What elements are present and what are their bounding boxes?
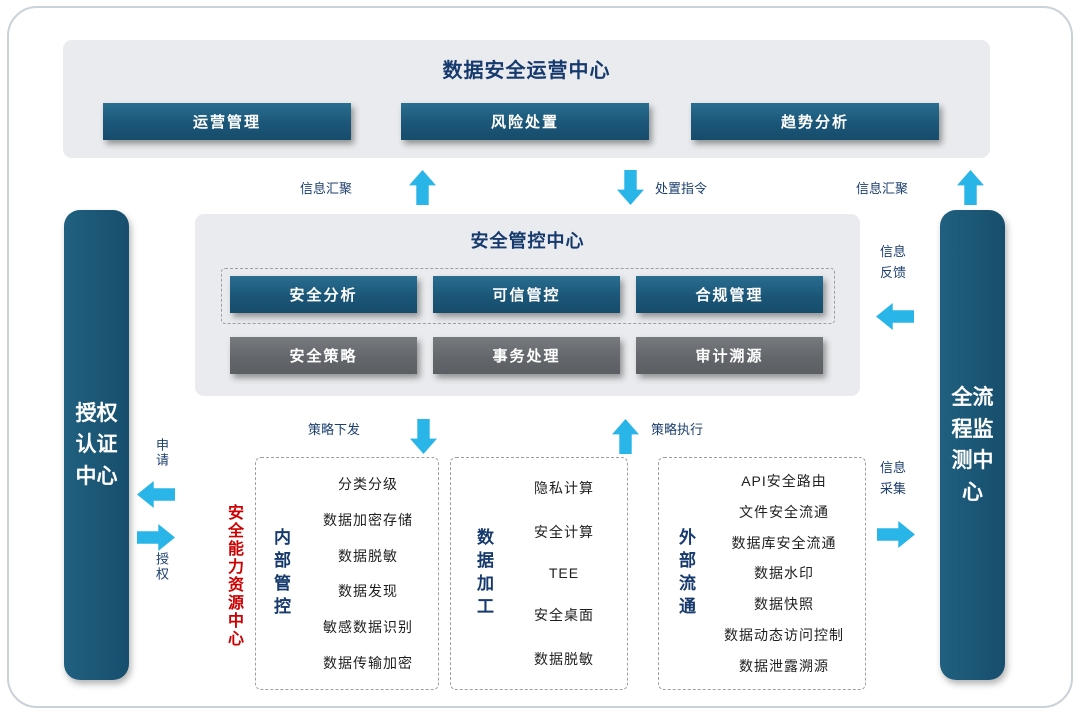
- control-center-panel: 安全管控中心 安全分析 可信管控 合规管理 安全策略 事务处理 审计溯源: [195, 214, 860, 396]
- data-processing-label: 数据加工: [474, 527, 493, 620]
- policy-issue-label: 策略下发: [308, 422, 361, 437]
- capability-resource-center-label: 安全能力资源中心: [225, 504, 242, 648]
- internal-control-items: 分类分级 数据加密存储 数据脱敏 数据发现 敏感数据识别 数据传输加密: [302, 466, 434, 681]
- policy-execute-label: 策略执行: [651, 422, 704, 437]
- data-processing-box: 数据加工 隐私计算 安全计算 TEE 安全桌面 数据脱敏: [450, 457, 628, 690]
- capability-item: 数据脱敏: [534, 651, 594, 668]
- capability-item: 数据加密存储: [323, 511, 413, 528]
- disposal-command-label: 处置指令: [655, 181, 708, 196]
- operations-center-title: 数据安全运营中心: [442, 60, 611, 82]
- authorization-center-label: 授权认证中心: [75, 401, 118, 488]
- capability-item: 文件安全流通: [739, 504, 829, 521]
- risk-disposal-node: 风险处置: [401, 103, 649, 140]
- trend-analysis-node: 趋势分析: [691, 103, 939, 140]
- compliance-management-node: 合规管理: [636, 276, 823, 313]
- capability-item: 数据脱敏: [338, 547, 398, 564]
- capability-item: 分类分级: [338, 475, 398, 492]
- outer-frame: [7, 6, 1073, 708]
- external-circulation-items: API安全路由 文件安全流通 数据库安全流通 数据水印 数据快照 数据动态访问控…: [707, 466, 861, 681]
- authorize-label: 授权: [154, 552, 169, 582]
- monitoring-center-label: 全流程监测中心: [951, 386, 994, 504]
- capability-item: TEE: [548, 565, 580, 582]
- data-processing-items: 隐私计算 安全计算 TEE 安全桌面 数据脱敏: [505, 466, 623, 681]
- transaction-processing-node: 事务处理: [433, 337, 620, 374]
- operations-center-panel: 数据安全运营中心 运营管理 风险处置 趋势分析: [63, 40, 990, 158]
- operations-management-node: 运营管理: [103, 103, 351, 140]
- capability-item: 数据水印: [754, 565, 814, 582]
- info-feedback-label: 信息反馈: [879, 244, 906, 281]
- capability-item: 数据动态访问控制: [724, 626, 844, 643]
- info-collection-label: 信息采集: [879, 460, 906, 497]
- authorization-center-pillar: 授权认证中心: [64, 210, 129, 680]
- capability-item: 安全计算: [534, 523, 594, 540]
- capability-item: 数据发现: [338, 583, 398, 600]
- security-analysis-node: 安全分析: [230, 276, 417, 313]
- capability-item: 数据库安全流通: [731, 534, 837, 551]
- control-center-title: 安全管控中心: [470, 231, 585, 251]
- external-circulation-label: 外部流通: [676, 527, 695, 620]
- control-row1-dashed-group: [221, 268, 835, 324]
- audit-traceability-node: 审计溯源: [636, 337, 823, 374]
- apply-label: 申请: [154, 438, 169, 468]
- internal-control-label: 内部管控: [271, 527, 290, 620]
- trusted-control-node: 可信管控: [433, 276, 620, 313]
- capability-item: 数据快照: [754, 596, 814, 613]
- capability-item: 隐私计算: [534, 479, 594, 496]
- capability-item: API安全路由: [741, 473, 827, 490]
- internal-control-box: 内部管控 分类分级 数据加密存储 数据脱敏 数据发现 敏感数据识别 数据传输加密: [255, 457, 439, 690]
- monitoring-center-pillar: 全流程监测中心: [940, 210, 1005, 680]
- capability-item: 敏感数据识别: [323, 619, 413, 636]
- info-aggregation-right-label: 信息汇聚: [856, 181, 909, 196]
- external-circulation-box: 外部流通 API安全路由 文件安全流通 数据库安全流通 数据水印 数据快照 数据…: [658, 457, 866, 690]
- capability-item: 安全桌面: [534, 607, 594, 624]
- info-aggregation-left-label: 信息汇聚: [300, 181, 353, 196]
- capability-item: 数据传输加密: [323, 655, 413, 672]
- capability-item: 数据泄露溯源: [739, 657, 829, 674]
- security-policy-node: 安全策略: [230, 337, 417, 374]
